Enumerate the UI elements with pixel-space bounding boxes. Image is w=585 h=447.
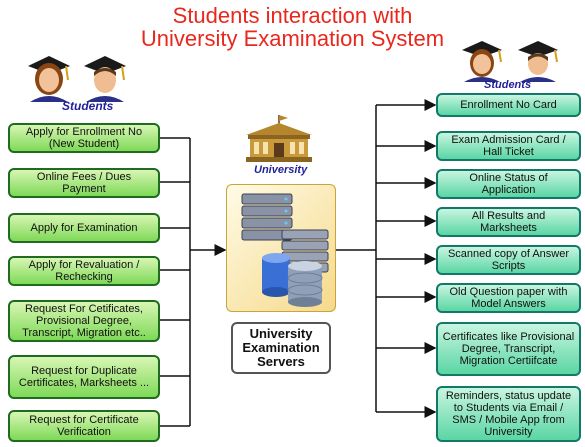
right-item-results: All Results and Marksheets	[436, 207, 581, 237]
left-item-certificates: Request For Cetificates, Provisional Deg…	[8, 300, 160, 342]
right-students-caption: Students	[484, 79, 532, 91]
server-rack-icon	[241, 193, 329, 273]
left-item-duplicate: Request for Duplicate Certificates, Mark…	[8, 355, 160, 399]
title-line-2: University Examination System	[140, 26, 445, 51]
right-item-online-status: Online Status of Application	[436, 169, 581, 199]
left-item-revaluation: Apply for Revaluation / Rechecking	[8, 256, 160, 286]
left-item-verification: Request for Certificate Verification	[8, 410, 160, 442]
right-item-answer-scripts: Scanned copy of Answer Scripts	[436, 245, 581, 275]
graduate-student-icon	[28, 56, 126, 102]
right-item-certificates: Certificates like Provisional Degree, Tr…	[436, 322, 581, 376]
database-icon	[262, 253, 323, 307]
left-item-fees: Online Fees / Dues Payment	[8, 168, 160, 198]
server-label: University Examination Servers	[231, 322, 331, 374]
university-caption: University	[254, 164, 308, 176]
right-item-question-paper: Old Question paper with Model Answers	[436, 283, 581, 313]
left-item-examination: Apply for Examination	[8, 213, 160, 243]
right-item-enrollment-card: Enrollment No Card	[436, 93, 581, 117]
left-item-enrollment: Apply for Enrollment No (New Student)	[8, 123, 160, 153]
left-students-caption: Students	[62, 99, 114, 113]
right-item-admission-card: Exam Admission Card / Hall Ticket	[436, 131, 581, 161]
university-building-icon	[246, 115, 312, 162]
graduate-student-icon	[462, 41, 558, 82]
right-item-reminders: Reminders, status update to Students via…	[436, 386, 581, 442]
title-line-1: Students interaction with	[172, 3, 413, 28]
